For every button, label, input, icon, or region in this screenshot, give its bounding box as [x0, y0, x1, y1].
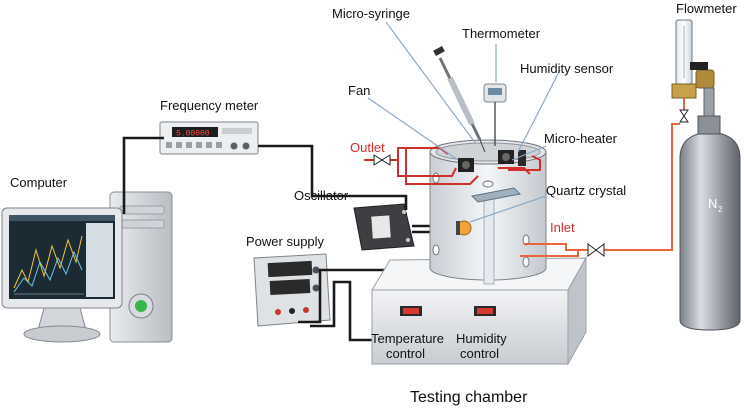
flowmeter: [671, 19, 715, 123]
label-micro-syringe: Micro-syringe: [332, 6, 410, 21]
label-testing-chamber: Testing chamber: [410, 389, 528, 406]
label-humidity-sensor: Humidity sensor: [520, 61, 614, 76]
power-supply: [253, 253, 331, 327]
inlet-tubing: [520, 123, 680, 257]
label-computer: Computer: [10, 175, 68, 190]
label-temperature-control-2: control: [386, 346, 425, 361]
label-outlet: Outlet: [350, 140, 385, 155]
quartz-crystal-plate: [470, 187, 522, 203]
label-power-supply: Power supply: [246, 234, 325, 249]
label-fan: Fan: [348, 83, 370, 98]
flowmeter-valve-icon: [679, 109, 689, 123]
label-frequency-meter: Frequency meter: [160, 98, 259, 113]
testing-chamber: Temperature control Humidity control: [364, 46, 680, 366]
chamber-vessel: [429, 139, 547, 285]
label-micro-heater: Micro-heater: [544, 131, 618, 146]
nitrogen-cylinder: N 2: [679, 115, 741, 331]
label-inlet: Inlet: [550, 220, 575, 235]
screen-graph-lines: [13, 235, 84, 295]
label-gas-symbol: N: [708, 196, 717, 211]
label-gas-subscript: 2: [718, 205, 723, 214]
inlet-valve-icon: [587, 243, 605, 257]
label-temperature-control-1: Temperature: [371, 331, 444, 346]
frequency-meter-buttons: [166, 142, 250, 150]
svg-text:5.00000: 5.00000: [176, 130, 210, 139]
computer-tower: [109, 191, 173, 343]
label-quartz-crystal: Quartz crystal: [546, 183, 626, 198]
oscillator: [353, 203, 415, 251]
fan-icon: [458, 150, 514, 172]
thermometer-icon: [483, 83, 507, 146]
computer-monitor: [1, 207, 123, 343]
label-thermometer: Thermometer: [462, 26, 541, 41]
computer: [1, 191, 173, 343]
micro-syringe-icon: [433, 46, 486, 153]
humidity-sensor-icon: [518, 150, 526, 166]
leader-lines: [367, 21, 561, 223]
frequency-meter: 5.00000: [159, 121, 259, 155]
label-flowmeter: Flowmeter: [676, 1, 737, 16]
outlet-valve-icon: [373, 154, 391, 166]
label-humidity-control-1: Humidity: [456, 331, 507, 346]
label-humidity-control-2: control: [460, 346, 499, 361]
